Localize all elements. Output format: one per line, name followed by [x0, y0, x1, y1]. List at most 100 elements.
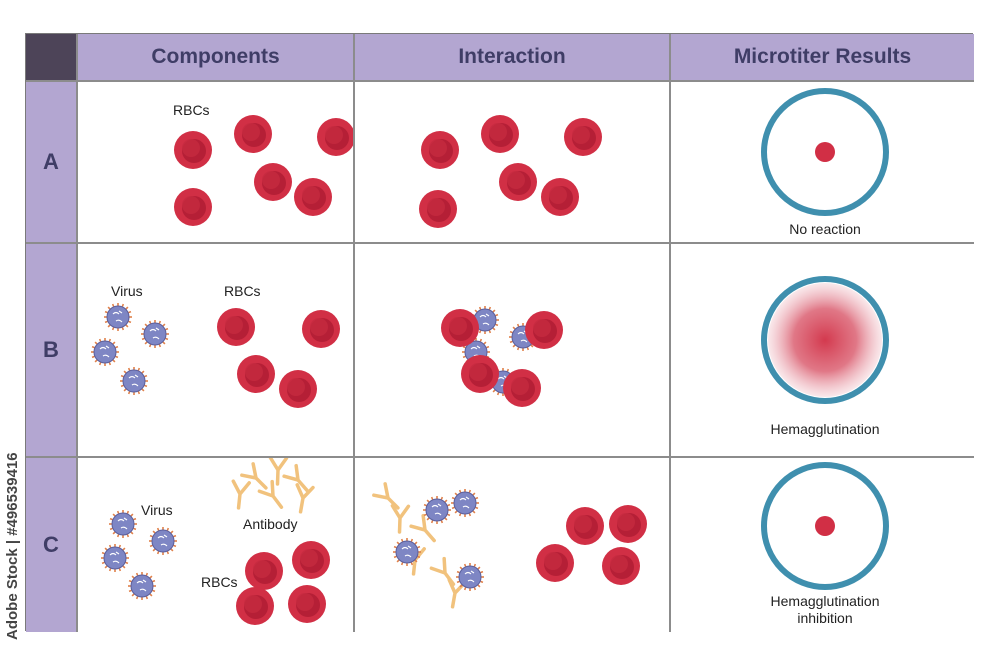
rbc-icon [461, 355, 499, 393]
rbc-icon [609, 505, 647, 543]
row-c-result: Hemagglutination inhibition [671, 458, 974, 632]
row-b-result-art: Hemagglutination [761, 276, 889, 437]
rbc-group [419, 115, 602, 228]
antibody-icon [295, 483, 315, 514]
rbc-icon [174, 131, 212, 169]
rbc-icon [541, 178, 579, 216]
row-c-interaction [355, 458, 671, 632]
rbc-button-dot [815, 142, 835, 162]
hemagglutination-table: Components Interaction Microtiter Result… [25, 33, 974, 632]
virus-group [101, 510, 177, 600]
row-label-c: C [26, 458, 78, 632]
rbc-group [174, 115, 353, 226]
virus-icon [101, 544, 129, 572]
row-c-result-art: Hemagglutination inhibition [761, 462, 889, 626]
rbc-icon [174, 188, 212, 226]
rbc-icon [566, 507, 604, 545]
row-b-result: Hemagglutination [671, 244, 974, 458]
virus-icon [471, 306, 499, 334]
rbc-icon [564, 118, 602, 156]
header-interaction: Interaction [355, 34, 671, 82]
row-a-interaction [355, 82, 671, 244]
header-microtiter-text: Microtiter Results [733, 45, 912, 68]
row-b-interaction-art [441, 306, 563, 407]
row-a-interaction-art [419, 115, 602, 228]
header-interaction-text: Interaction [458, 45, 566, 68]
virus-group [91, 303, 169, 395]
rbc-icon [302, 310, 340, 348]
row-c-rbcs-label: RBCs [201, 574, 238, 590]
row-c-antibody-label: Antibody [243, 516, 297, 532]
corner-cell [26, 34, 78, 82]
virus-icon [456, 563, 484, 591]
rbc-icon [481, 115, 519, 153]
row-a-result: No reaction [671, 82, 974, 244]
microtiter-well [761, 462, 889, 590]
virus-icon [91, 338, 119, 366]
antibody-group [231, 458, 315, 514]
row-b-interaction [355, 244, 671, 458]
antibody-icon [268, 458, 289, 486]
rbc-icon [217, 308, 255, 346]
virus-icon [393, 538, 421, 566]
rbc-icon [441, 309, 479, 347]
row-b-virus-label: Virus [111, 283, 143, 299]
rbc-group [441, 309, 563, 407]
rbc-icon [602, 547, 640, 585]
rbc-button-dot [815, 516, 835, 536]
result-label-no-reaction: No reaction [789, 221, 861, 237]
rbc-icon [503, 369, 541, 407]
antibody-icon [231, 479, 251, 510]
row-c-letter: C [43, 532, 59, 557]
row-a-components: RBCs [78, 82, 355, 244]
rbc-icon [525, 311, 563, 349]
row-a-components-art: RBCs [173, 102, 353, 226]
row-c-components: Virus Antibody RBCs [78, 458, 355, 632]
rbc-icon [234, 115, 272, 153]
header-microtiter: Microtiter Results [671, 34, 974, 82]
antibody-icon [240, 462, 268, 490]
rbc-group [536, 505, 647, 585]
rbc-icon [294, 178, 332, 216]
virus-icon [109, 510, 137, 538]
rbc-icon [317, 118, 353, 156]
row-c-components-art: Virus Antibody RBCs [101, 458, 330, 625]
row-label-a: A [26, 82, 78, 244]
row-a-rbcs-label: RBCs [173, 102, 210, 118]
result-label-inhibition-line1: Hemagglutination [771, 593, 880, 609]
row-b-letter: B [43, 337, 59, 362]
rbc-icon [288, 585, 326, 623]
rbc-icon [279, 370, 317, 408]
virus-icon [423, 496, 451, 524]
result-label-inhibition-line2: inhibition [797, 610, 852, 626]
rbc-icon [245, 552, 283, 590]
antibody-icon [282, 463, 309, 493]
agglutination-lattice [768, 283, 882, 397]
row-a-letter: A [43, 149, 59, 174]
row-c-interaction-art [372, 482, 647, 609]
rbc-icon [237, 355, 275, 393]
virus-icon [451, 489, 479, 517]
rbc-icon [419, 190, 457, 228]
row-c-virus-label: Virus [141, 502, 173, 518]
microtiter-well [761, 276, 889, 404]
rbc-icon [292, 541, 330, 579]
rbc-icon [499, 163, 537, 201]
row-b-components: Virus RBCs [78, 244, 355, 458]
rbc-icon [254, 163, 292, 201]
virus-icon [128, 572, 156, 600]
result-label-hemagglutination: Hemagglutination [771, 421, 880, 437]
antibody-icon [372, 482, 400, 510]
rbc-icon [421, 131, 459, 169]
antibody-icon [390, 503, 411, 534]
row-b-components-art: Virus RBCs [91, 283, 340, 408]
rbc-icon [536, 544, 574, 582]
rbc-group [217, 308, 340, 408]
row-label-b: B [26, 244, 78, 458]
row-b-rbcs-label: RBCs [224, 283, 261, 299]
rbc-group [236, 541, 330, 625]
microtiter-well [761, 88, 889, 216]
header-components: Components [78, 34, 355, 82]
antibody-group [372, 482, 467, 609]
